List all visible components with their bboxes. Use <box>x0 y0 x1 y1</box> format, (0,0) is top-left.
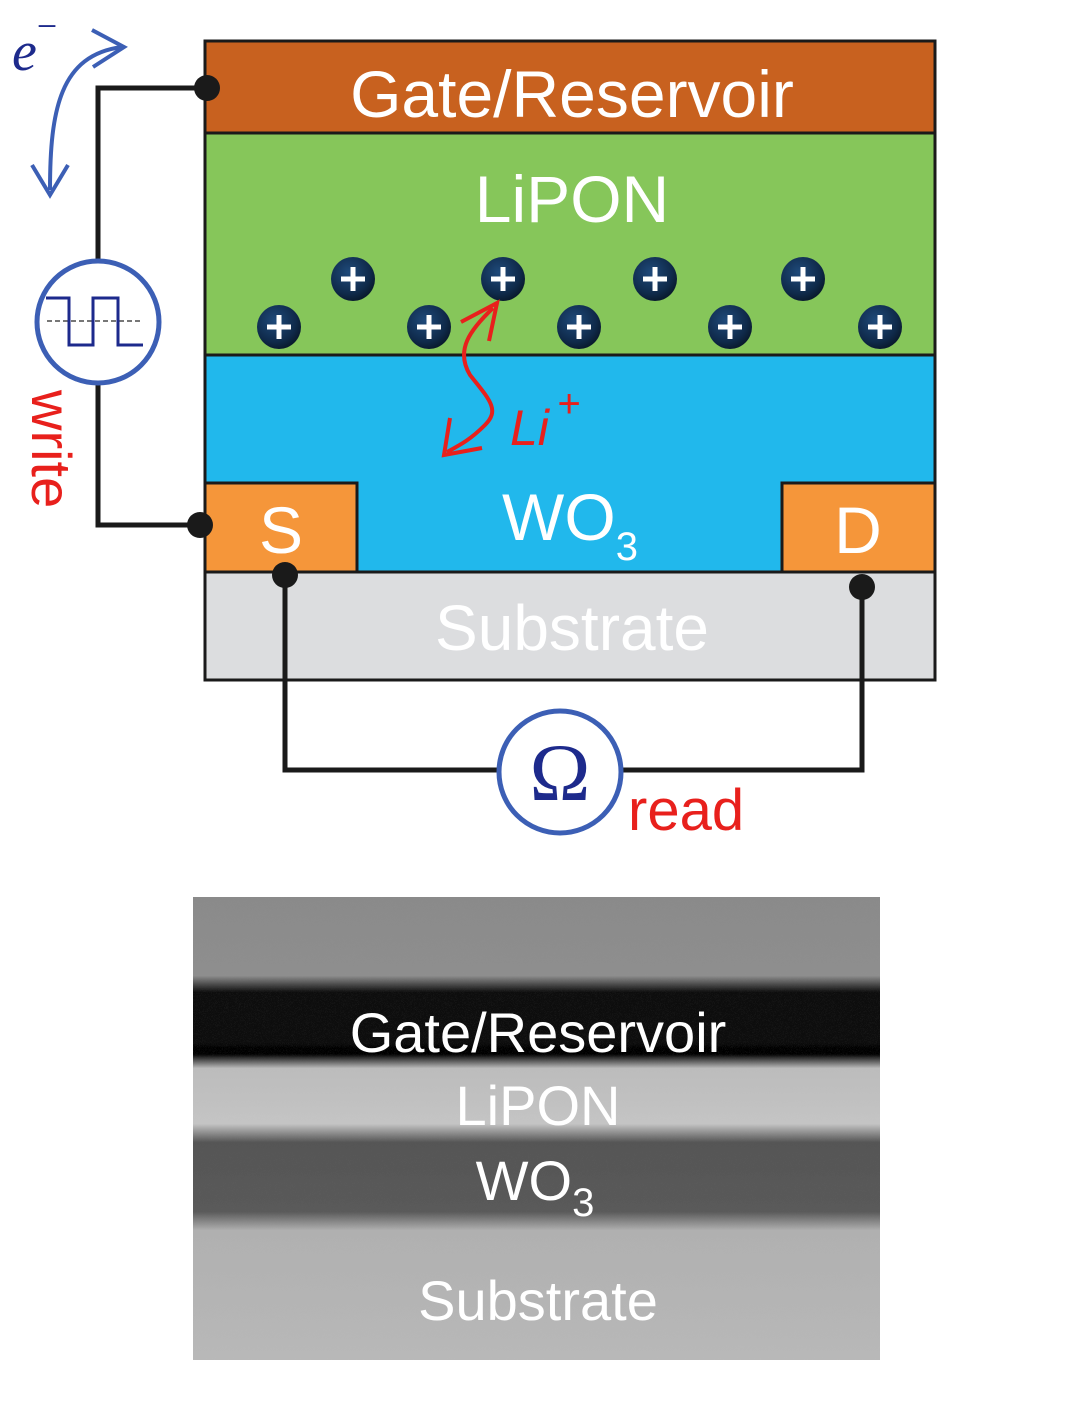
drain-electrode <box>780 481 937 574</box>
plus-icon <box>567 315 591 339</box>
plus-icon <box>341 267 365 291</box>
plus-icon <box>417 315 441 339</box>
li-ion <box>407 305 451 349</box>
li-ion <box>331 257 375 301</box>
plus-icon <box>643 267 667 291</box>
plus-icon <box>491 267 515 291</box>
gate-label: Gate/Reservoir <box>350 57 794 131</box>
micrograph-gate-label: Gate/Reservoir <box>350 1001 727 1064</box>
li-ion <box>858 305 902 349</box>
li-ion <box>633 257 677 301</box>
electron-flow: e− <box>12 6 128 199</box>
li-migration-arrow: Li+ <box>441 299 580 458</box>
source-label: S <box>259 493 303 567</box>
ohmmeter-ring <box>496 708 624 836</box>
wo3-text: WO <box>502 480 616 554</box>
square-wave-icon <box>46 296 143 347</box>
li-superscript: + <box>557 382 580 426</box>
wo3-label: WO3 <box>502 480 638 569</box>
read-circuit: Ω read <box>272 562 875 843</box>
li-text: Li <box>510 400 551 456</box>
squiggle-arrow-icon <box>446 306 495 454</box>
device-stack: Gate/Reservoir LiPON WO3 Substrate S D <box>203 39 937 682</box>
wo3-subscript: 3 <box>616 525 638 569</box>
li-ion <box>257 305 301 349</box>
write-label: write <box>20 389 83 508</box>
micrograph-image <box>193 897 880 1360</box>
electron-text: e <box>12 21 37 83</box>
micrograph-wo3-text: WO <box>476 1149 572 1212</box>
substrate-label: Substrate <box>435 592 709 664</box>
layer-substrate <box>205 572 935 680</box>
micrograph-substrate-label: Substrate <box>418 1269 658 1332</box>
gate-contact-dot <box>194 75 220 101</box>
arrowhead-up-icon <box>460 299 500 342</box>
layer-gate-reservoir <box>205 41 935 133</box>
arrowhead-down-icon <box>441 417 483 458</box>
write-circuit: write <box>20 75 220 538</box>
electron-superscript: − <box>37 6 57 46</box>
arrowhead-right-icon <box>91 28 128 69</box>
lithium-ions <box>257 257 902 349</box>
li-ion <box>708 305 752 349</box>
li-ion <box>481 257 525 301</box>
micrograph-wo3-label: WO3 <box>476 1149 595 1225</box>
li-ion <box>557 305 601 349</box>
arrowhead-down-icon <box>30 163 70 199</box>
plus-icon <box>791 267 815 291</box>
read-label: read <box>628 778 744 843</box>
source-electrode <box>203 481 359 574</box>
li-ion <box>781 257 825 301</box>
drain-contact-dot <box>849 574 875 600</box>
drain-label: D <box>834 493 882 567</box>
plus-icon <box>267 315 291 339</box>
plus-icon <box>868 315 892 339</box>
plus-icon <box>718 315 742 339</box>
tem-micrograph: Gate/Reservoir LiPON WO3 Substrate <box>193 897 880 1360</box>
micrograph-wo3-subscript: 3 <box>572 1181 594 1225</box>
ohm-symbol-icon: Ω <box>530 727 591 818</box>
electron-label: e− <box>12 6 57 83</box>
micrograph-lipon-label: LiPON <box>456 1074 621 1137</box>
li-ion-label: Li+ <box>510 382 580 456</box>
device-outline <box>203 39 937 682</box>
source-contact-dot-bottom <box>272 562 298 588</box>
source-contact-dot-left <box>187 512 213 538</box>
curved-arrow-icon <box>48 45 123 191</box>
lipon-label: LiPON <box>475 162 669 236</box>
